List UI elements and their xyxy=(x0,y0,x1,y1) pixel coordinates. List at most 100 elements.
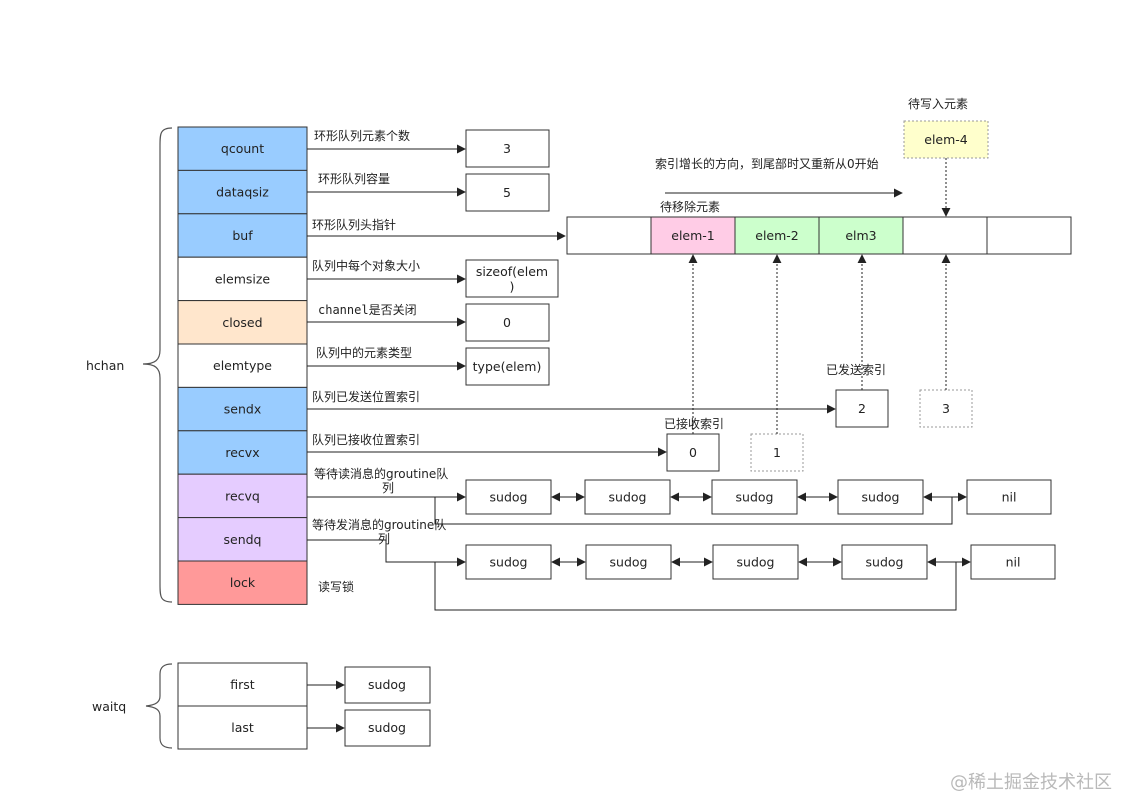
closed-value-box xyxy=(465,303,550,342)
recvq-list-node-3 xyxy=(837,479,924,515)
watermark: @稀土掘金技术社区 xyxy=(950,772,1112,793)
waitq-arrows xyxy=(307,680,345,733)
field-arrows xyxy=(307,144,836,457)
recvq-list-node-label-3: sudog xyxy=(862,490,900,505)
hchan-field-label-buf: buf xyxy=(232,228,253,243)
qcount-value: 3 xyxy=(503,141,511,156)
hchan-field-label-recvx: recvx xyxy=(225,445,259,460)
waitq-label: waitq xyxy=(92,699,126,714)
buffer-cell-5 xyxy=(986,216,1072,255)
buffer-cell-label-1: elem-1 xyxy=(671,228,715,243)
recvq-list: sudog sudog sudog sudog nil xyxy=(465,479,1052,515)
annotation-elemsize: 队列中每个对象大小 xyxy=(312,258,420,273)
annotation-sendx: 队列已发送位置索引 xyxy=(312,389,420,404)
hchan-field-label-lock: lock xyxy=(230,575,256,590)
recvq-list-node-label-1: sudog xyxy=(609,490,647,505)
recv-index-1: 1 xyxy=(773,445,781,460)
send-index-box-2 xyxy=(835,389,889,428)
direction-note: 索引增长的方向，到尾部时又重新从0开始 xyxy=(655,156,879,171)
pending-elem: elem-4 xyxy=(924,132,968,147)
hchan-brace xyxy=(142,127,173,603)
sendq-list: sudog sudog sudog sudog nil xyxy=(465,544,1056,580)
index-pointers xyxy=(688,254,951,434)
hchan-struct: qcountdataqsizbufelemsizeclosedelemtypes… xyxy=(177,126,308,605)
annotation-dataqsiz: 环形队列容量 xyxy=(318,171,390,186)
annotation-closed: channel是否关闭 xyxy=(318,303,417,317)
elemsize-value: sizeof(elem) xyxy=(476,264,548,294)
recvq-list-node-0 xyxy=(465,479,552,515)
recvq-list-node-label-2: sudog xyxy=(736,490,774,505)
recvq-list-node-4 xyxy=(966,479,1052,515)
annotation-lock: 读写锁 xyxy=(318,579,354,594)
send-index-2: 2 xyxy=(858,401,866,416)
pending-elem-box xyxy=(903,120,989,159)
ring-buffer: elem-1 elem-2 elm3 xyxy=(566,216,1072,255)
annotation-recvx: 队列已接收位置索引 xyxy=(312,432,420,447)
sendq-connectors xyxy=(307,539,957,611)
recvq-list-node-label-4: nil xyxy=(1002,490,1017,505)
annotation-buf: 环形队列头指针 xyxy=(312,217,396,232)
hchan-field-dataqsiz xyxy=(177,169,308,215)
waitq-target-last xyxy=(344,709,431,747)
sendq-list-node-label-1: sudog xyxy=(610,555,648,570)
sendq-list-node-3 xyxy=(841,544,928,580)
waitq-target-label-first: sudog xyxy=(368,677,406,692)
hchan-field-elemtype xyxy=(177,343,308,388)
buffer-cell-0 xyxy=(566,216,652,255)
closed-value: 0 xyxy=(503,315,511,330)
waitq-target-label-last: sudog xyxy=(368,720,406,735)
waitq-brace xyxy=(145,663,173,749)
sendq-list-node-label-2: sudog xyxy=(737,555,775,570)
hchan-field-lock xyxy=(177,560,308,605)
hchan-field-elemsize xyxy=(177,256,308,302)
elemsize-value-box xyxy=(465,259,559,298)
sendq-list-node-2 xyxy=(712,544,799,580)
waitq-field-label-last: last xyxy=(231,720,254,735)
waitq-struct: first sudog last sudog xyxy=(177,662,431,750)
hchan-field-buf xyxy=(177,213,308,258)
annotation-qcount: 环形队列元素个数 xyxy=(314,128,410,143)
annotation-recvq: 等待读消息的groutine队列 xyxy=(314,466,448,495)
sendq-list-node-1 xyxy=(585,544,672,580)
annotation-elemtype: 队列中的元素类型 xyxy=(316,345,412,360)
buffer-cell-label-3: elm3 xyxy=(845,228,876,243)
hchan-field-label-recvq: recvq xyxy=(225,488,260,503)
hchan-field-label-elemsize: elemsize xyxy=(215,271,271,286)
hchan-field-qcount xyxy=(177,126,308,171)
buffer-cell-2 xyxy=(734,216,820,255)
sendq-list-node-label-3: sudog xyxy=(866,555,904,570)
hchan-label: hchan xyxy=(86,358,124,373)
buffer-cell-4 xyxy=(902,216,988,255)
hchan-field-sendq xyxy=(177,517,308,562)
dataqsiz-value: 5 xyxy=(503,185,511,200)
recvq-list-node-1 xyxy=(584,479,671,515)
recv-index-box-1 xyxy=(750,433,804,472)
hchan-field-label-dataqsiz: dataqsiz xyxy=(216,185,269,200)
recv-index-note: 已接收索引 xyxy=(664,416,724,431)
qcount-value-box xyxy=(465,129,550,168)
sendq-list-node-4 xyxy=(970,544,1056,580)
remove-note: 待移除元素 xyxy=(660,199,720,214)
buffer-cell-3 xyxy=(818,216,904,255)
recv-index-0: 0 xyxy=(689,445,697,460)
hchan-field-recvx xyxy=(177,430,308,475)
waitq-field-first xyxy=(177,662,308,707)
send-index-3: 3 xyxy=(942,401,950,416)
waitq-field-label-first: first xyxy=(230,677,255,692)
recvq-list-node-label-0: sudog xyxy=(490,490,528,505)
recvq-connectors xyxy=(307,492,953,525)
buffer-cell-1 xyxy=(650,216,736,255)
value-boxes xyxy=(465,129,559,386)
hchan-field-label-sendq: sendq xyxy=(224,532,262,547)
sendq-list-node-label-0: sudog xyxy=(490,555,528,570)
elemtype-value: type(elem) xyxy=(473,359,542,374)
hchan-field-label-qcount: qcount xyxy=(221,141,264,156)
send-index-note: 已发送索引 xyxy=(826,362,886,377)
elemtype-value-box xyxy=(465,347,550,386)
hchan-field-label-elemtype: elemtype xyxy=(213,358,272,373)
sendq-list-node-label-4: nil xyxy=(1006,555,1021,570)
buffer-cell-label-2: elem-2 xyxy=(755,228,799,243)
pending-note: 待写入元素 xyxy=(908,97,968,111)
